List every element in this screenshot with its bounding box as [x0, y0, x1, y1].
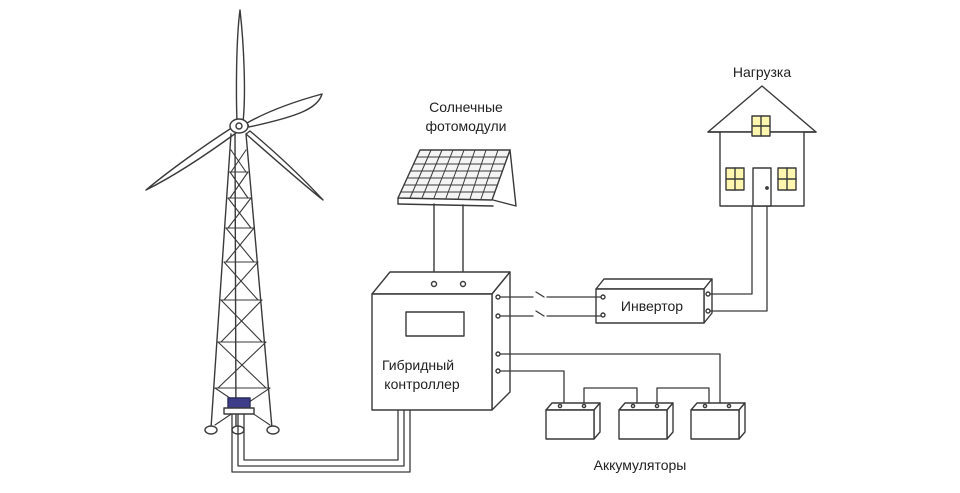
battery-icon-3	[690, 402, 746, 440]
battery-icon-2	[618, 402, 674, 440]
solar-panel-icon	[397, 149, 517, 285]
solar-label-line2: фотомодули	[426, 118, 507, 134]
inverter-label: Инвертор	[621, 298, 683, 314]
generator-box-icon	[223, 397, 255, 415]
house-icon	[707, 85, 817, 207]
wiring	[231, 205, 768, 473]
load-label: Нагрузка	[733, 64, 791, 80]
controller-label-line1: Гибридный	[382, 357, 454, 373]
solar-label-line1: Солнечные	[429, 99, 503, 115]
battery-icon-1	[545, 402, 601, 440]
inverter-icon	[595, 278, 713, 324]
controller-label-line2: контроллер	[384, 376, 460, 392]
controller-icon	[371, 271, 511, 411]
batteries-label: Аккумуляторы	[594, 457, 687, 473]
wind-turbine-icon	[145, 9, 324, 435]
